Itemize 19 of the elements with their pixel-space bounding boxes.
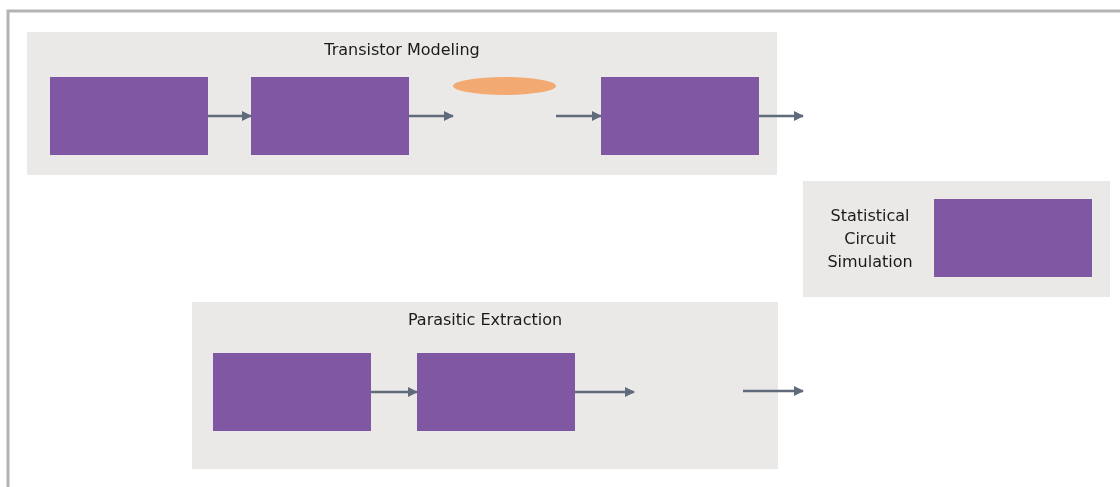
- arrow: [556, 111, 602, 121]
- process-box: [50, 77, 208, 155]
- process-box: [213, 353, 371, 431]
- arrow: [371, 387, 418, 397]
- process-box: [934, 199, 1092, 277]
- process-box: [601, 77, 759, 155]
- group-panel: [803, 181, 1110, 297]
- arrow: [409, 111, 454, 121]
- ellipse-shape: [453, 77, 556, 95]
- process-box: [417, 353, 575, 431]
- group-title: Statistical Circuit Simulation: [826, 205, 914, 273]
- arrow: [759, 111, 804, 121]
- group-title: Transistor Modeling: [323, 40, 481, 59]
- arrow: [575, 387, 635, 397]
- group-title: Parasitic Extraction: [406, 310, 564, 329]
- group-panel: [192, 302, 778, 469]
- arrow: [208, 111, 252, 121]
- group-panel: [27, 32, 777, 175]
- process-box: [251, 77, 409, 155]
